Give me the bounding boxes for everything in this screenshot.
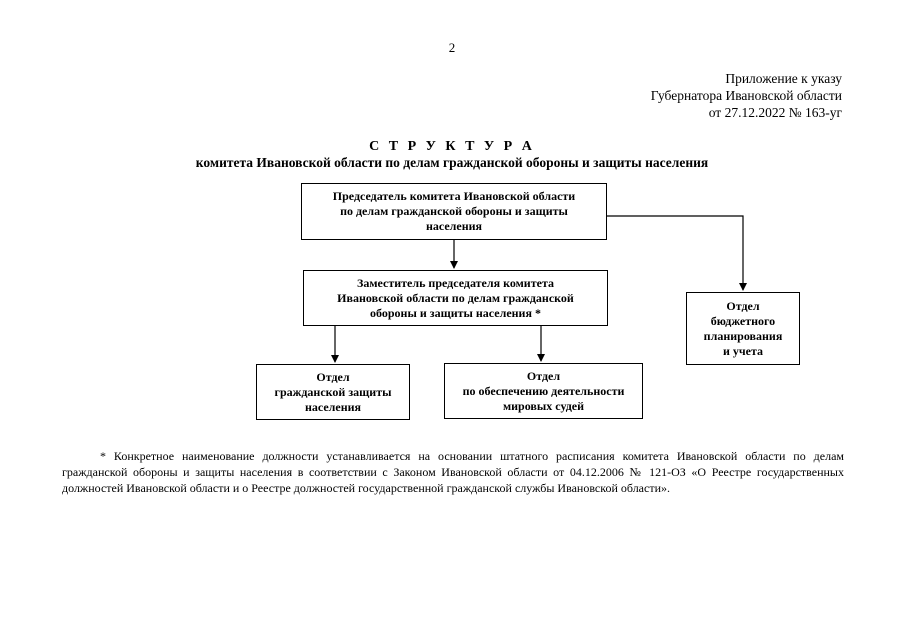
budget-line-2: бюджетного [710, 313, 776, 328]
deputy-line-2: Ивановской области по делам гражданской [337, 290, 574, 305]
courts-line-1: Отдел [526, 368, 561, 383]
budget-line-4: и учета [722, 343, 764, 358]
budget-line-3: планирования [703, 328, 783, 343]
chairman-line-1: Председатель комитета Ивановской области [332, 189, 576, 203]
budget-department-box: Отдел бюджетного планирования и учета [686, 292, 800, 365]
deputy-box: Заместитель председателя комитета Иванов… [303, 270, 608, 326]
deputy-line-3: обороны и защиты населения * [370, 305, 541, 320]
courts-line-3: мировых судей [502, 398, 585, 413]
civil-protection-department-box: Отдел гражданской защиты населения [256, 364, 410, 420]
page-number: 2 [448, 40, 456, 55]
chairman-line-3: населения [425, 219, 483, 233]
civil-line-1: Отдел [316, 369, 350, 384]
appendix-line-3: от 27.12.2022 № 163-уг [708, 105, 842, 120]
footnote: * Конкретное наименование должности уста… [62, 449, 844, 495]
civil-line-2: гражданской защиты [274, 384, 392, 399]
deputy-line-1: Заместитель председателя комитета [357, 275, 554, 290]
arrow-chairman-to-budget [607, 215, 747, 291]
chairman-box: Председатель комитета Ивановской области… [301, 183, 607, 240]
courts-line-2: по обеспечению деятельности [462, 383, 625, 398]
document-title: С Т Р У К Т У Р А [369, 139, 535, 154]
document-subtitle: комитета Ивановской области по делам гра… [195, 155, 709, 170]
courts-department-box: Отдел по обеспечению деятельности мировы… [444, 363, 643, 419]
budget-line-1: Отдел [726, 298, 760, 313]
civil-line-3: населения [304, 399, 362, 414]
chairman-line-2: по делам гражданской обороны и защиты [340, 204, 568, 218]
appendix-line-1: Приложение к указу [725, 71, 842, 86]
appendix-line-2: Губернатора Ивановской области [650, 88, 842, 103]
